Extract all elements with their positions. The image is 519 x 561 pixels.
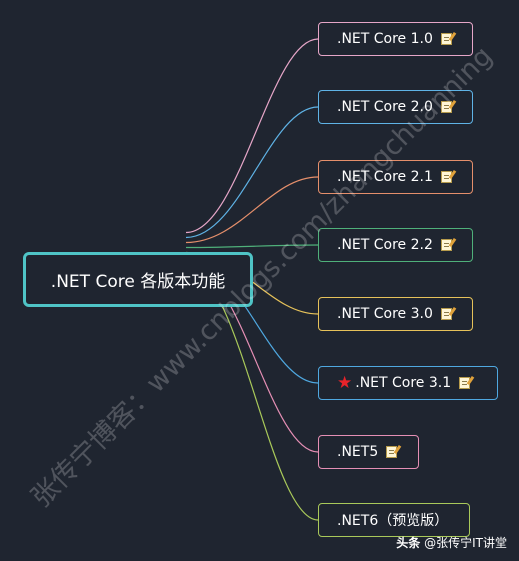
- branch-node-5[interactable]: .NET Core 3.0: [318, 297, 473, 331]
- branch-node-4[interactable]: .NET Core 2.2: [318, 228, 473, 262]
- branch-node-6[interactable]: ★.NET Core 3.1: [318, 366, 498, 400]
- note-icon[interactable]: [440, 101, 452, 113]
- footer-brand: 头条: [396, 536, 421, 550]
- note-icon[interactable]: [386, 446, 398, 458]
- note-icon[interactable]: [440, 171, 452, 183]
- footer-credit: 头条 @张传宁IT讲堂: [396, 534, 507, 551]
- branch-label: .NET Core 2.0: [337, 99, 433, 115]
- note-icon[interactable]: [440, 239, 452, 251]
- branch-label: .NET6（预览版）: [337, 513, 449, 529]
- connector-1: [185, 38, 319, 234]
- branch-node-2[interactable]: .NET Core 2.0: [318, 90, 473, 124]
- branch-label: .NET Core 2.2: [337, 237, 433, 253]
- branch-node-1[interactable]: .NET Core 1.0: [318, 22, 473, 56]
- star-icon: ★: [337, 372, 353, 393]
- central-topic-label: .NET Core 各版本功能: [50, 272, 226, 292]
- branch-node-3[interactable]: .NET Core 2.1: [318, 160, 473, 194]
- central-topic[interactable]: .NET Core 各版本功能: [23, 252, 253, 307]
- note-icon[interactable]: [440, 308, 452, 320]
- branch-node-8[interactable]: .NET6（预览版）: [318, 503, 470, 537]
- connector-3: [185, 176, 319, 244]
- branch-label: .NET Core 3.0: [337, 306, 433, 322]
- note-icon[interactable]: [459, 377, 471, 389]
- footer-handle: @张传宁IT讲堂: [424, 536, 507, 550]
- connector-4: [185, 244, 319, 249]
- branch-node-7[interactable]: .NET5: [318, 435, 419, 469]
- connector-2: [185, 106, 319, 239]
- branch-label: .NET5: [337, 444, 379, 460]
- branch-label: .NET Core 2.1: [337, 169, 433, 185]
- branch-label: .NET Core 3.1: [355, 375, 452, 391]
- note-icon[interactable]: [440, 33, 452, 45]
- branch-label: .NET Core 1.0: [337, 31, 433, 47]
